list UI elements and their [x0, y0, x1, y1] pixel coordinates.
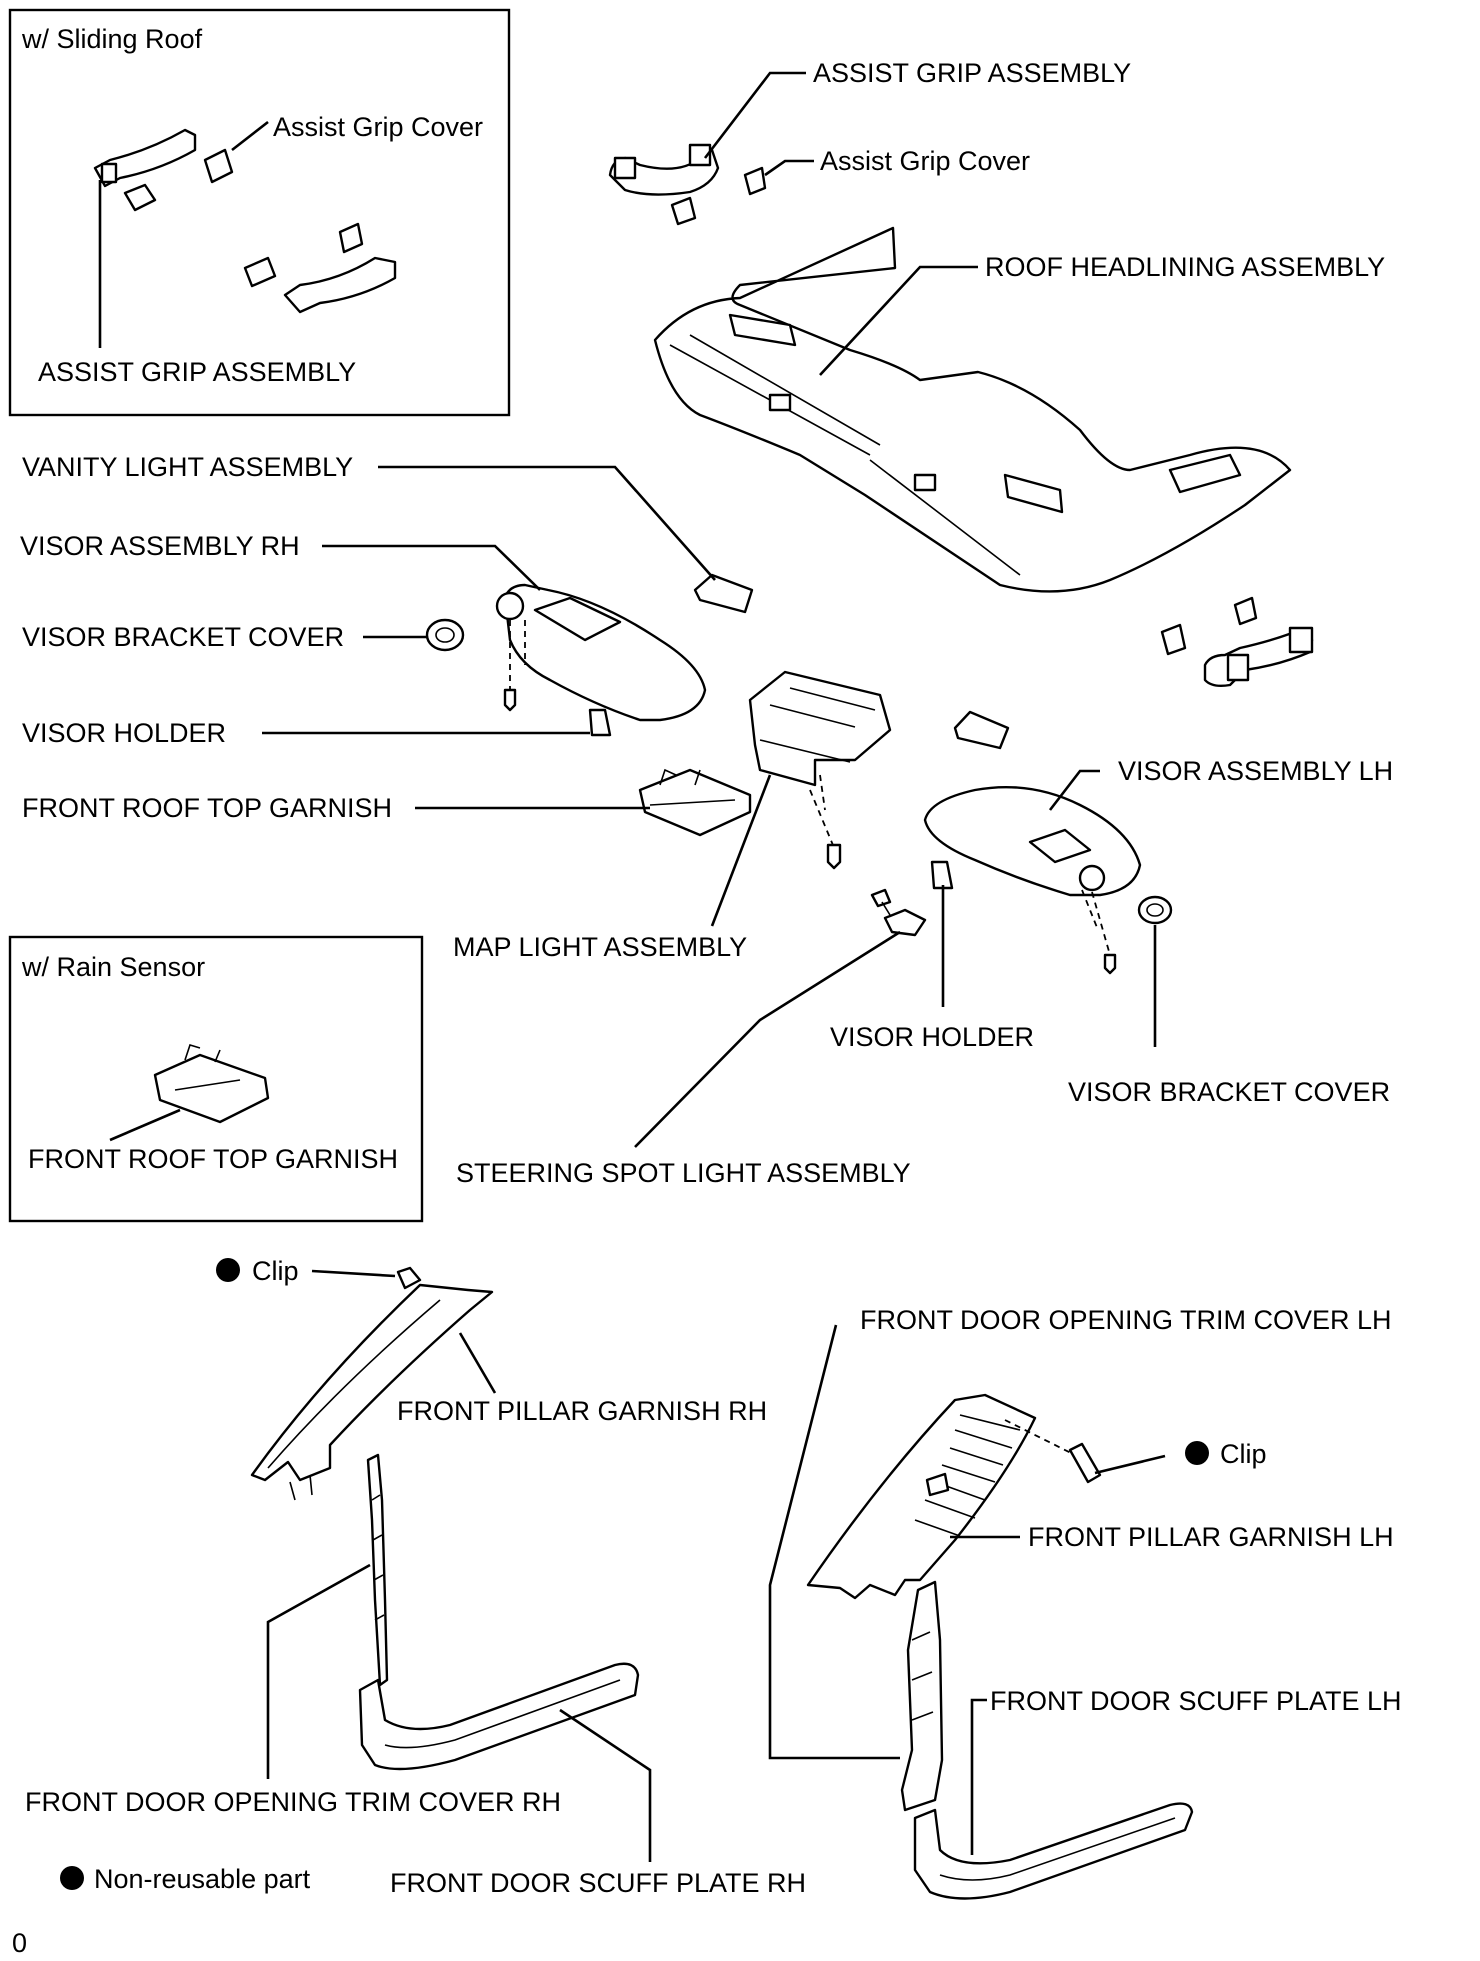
visor-assembly-rh: [503, 583, 707, 722]
steering-spot-light-assembly: [883, 908, 927, 937]
headlining-opening-front: [728, 313, 797, 347]
visor-bracket-cover-rh: [425, 618, 465, 652]
visor-holder-rh-label: VISOR HOLDER: [22, 718, 226, 748]
inset-assist-grip-2: [283, 256, 397, 314]
assist-grip-cover-a: [670, 196, 697, 226]
map-light-assembly: [748, 670, 892, 787]
inset-sliding-roof-title: w/ Sliding Roof: [21, 24, 203, 54]
visor-assembly-rh-label: VISOR ASSEMBLY RH: [20, 531, 300, 561]
inset-grip-cover-2: [203, 148, 234, 184]
vanity-light-assembly-lh: [953, 710, 1010, 750]
pillar-rh-group: Clip FRONT PILLAR GARNISH RH: [216, 1256, 767, 1501]
inset-grip-cover-1: [123, 183, 157, 212]
front-door-scuff-plate-lh: [913, 1802, 1194, 1900]
steering-spot-light-connector: [870, 888, 892, 908]
visor-mirror-rh: [533, 596, 622, 642]
visor-holder-rh: [588, 708, 612, 737]
front-pillar-garnish-lh-tab: [925, 1472, 950, 1497]
assist-grip-right-group: [1160, 596, 1314, 688]
visor-hinge-rh: [495, 591, 525, 621]
clip-lh-label: Clip: [1220, 1439, 1267, 1469]
vanity-light-group: VANITY LIGHT ASSEMBLY: [22, 452, 1010, 750]
map-light-group: FRONT ROOF TOP GARNISH MAP LIGHT ASSEMBL…: [22, 670, 892, 962]
inset-grip-end-1: [100, 162, 118, 184]
inset-rain-sensor: w/ Rain Sensor FRONT ROOF TOP GARNISH: [8, 935, 424, 1223]
clip-lh: [1068, 1442, 1102, 1484]
non-reusable-label: Non-reusable part: [94, 1864, 311, 1894]
inset-garnish-label: FRONT ROOF TOP GARNISH: [28, 1144, 398, 1174]
steering-spot-light-assembly-label: STEERING SPOT LIGHT ASSEMBLY: [456, 1158, 911, 1188]
grip-rear-cover-a: [1160, 623, 1187, 656]
inset-assist-grip-1: [93, 128, 197, 188]
front-door-opening-trim-cover-rh: [366, 1453, 389, 1687]
front-pillar-garnish-lh-label: FRONT PILLAR GARNISH LH: [1028, 1522, 1394, 1552]
map-light-assembly-label: MAP LIGHT ASSEMBLY: [453, 932, 747, 962]
roof-headlining-assembly-label: ROOF HEADLINING ASSEMBLY: [985, 252, 1385, 282]
legend: Non-reusable part: [60, 1864, 311, 1894]
assist-grip-end-right: [688, 143, 712, 167]
front-door-opening-trim-cover-rh-label: FRONT DOOR OPENING TRIM COVER RH: [25, 1787, 561, 1817]
visor-screw-rh: [503, 688, 517, 712]
visor-bracket-cover-lh: [1137, 895, 1173, 925]
visor-bracket-cover-rh-label: VISOR BRACKET COVER: [22, 622, 344, 652]
headlining-small-opening: [768, 393, 792, 412]
assist-grip-cover-b: [743, 166, 767, 196]
front-pillar-garnish-rh-label: FRONT PILLAR GARNISH RH: [397, 1396, 767, 1426]
front-door-opening-trim-cover-lh: [900, 1580, 944, 1812]
inset-sliding-roof: w/ Sliding Roof Assist Grip Cover ASSIST…: [8, 8, 511, 417]
visor-screw-lh: [1103, 953, 1117, 975]
visor-assembly-lh-label: VISOR ASSEMBLY LH: [1118, 756, 1393, 786]
grip-rear-cover-b: [1233, 596, 1258, 626]
non-reusable-marker: [60, 1866, 84, 1890]
roof-headlining-assembly: [653, 226, 1292, 593]
assist-grip-end-left: [613, 156, 637, 180]
front-pillar-garnish-lh: [806, 1393, 1037, 1600]
front-door-opening-trim-cover-lh-label: FRONT DOOR OPENING TRIM COVER LH: [860, 1305, 1392, 1335]
front-door-scuff-plate-rh-label: FRONT DOOR SCUFF PLATE RH: [390, 1868, 806, 1898]
grip-rear-end-right: [1288, 626, 1314, 654]
headlining-opening-rear: [1003, 473, 1064, 514]
visor-holder-lh: [930, 860, 954, 890]
headlining-small-opening-2: [913, 473, 937, 492]
steering-spot-light-group: STEERING SPOT LIGHT ASSEMBLY: [456, 888, 927, 1188]
visor-mirror-lh: [1028, 828, 1092, 864]
inset-grip-cover-3: [243, 256, 277, 288]
inset-assist-grip-assembly-label: ASSIST GRIP ASSEMBLY: [38, 357, 356, 387]
front-pillar-garnish-rh: [250, 1283, 494, 1482]
front-door-scuff-plate-rh: [358, 1662, 640, 1771]
inset-front-roof-top-garnish: [153, 1053, 270, 1124]
assist-grip-assembly-label: ASSIST GRIP ASSEMBLY: [813, 58, 1131, 88]
grip-rear-end-left: [1226, 653, 1250, 682]
vanity-light-assembly: [693, 573, 754, 614]
trim-rh-group: FRONT DOOR OPENING TRIM COVER RH FRONT D…: [25, 1453, 806, 1898]
front-roof-top-garnish-label: FRONT ROOF TOP GARNISH: [22, 793, 392, 823]
visor-holder-lh-label: VISOR HOLDER: [830, 1022, 1034, 1052]
visor-rh-group: VISOR ASSEMBLY RH VISOR BRACKET COVER VI…: [20, 531, 707, 748]
visor-bracket-cover-lh-label: VISOR BRACKET COVER: [1068, 1077, 1390, 1107]
headlining-rear-light: [1168, 453, 1242, 494]
clip-rh-label: Clip: [252, 1256, 299, 1286]
vanity-light-assembly-label: VANITY LIGHT ASSEMBLY: [22, 452, 353, 482]
inset-rain-sensor-title: w/ Rain Sensor: [21, 952, 205, 982]
front-door-scuff-plate-lh-label: FRONT DOOR SCUFF PLATE LH: [990, 1686, 1402, 1716]
roof-headlining-group: ROOF HEADLINING ASSEMBLY: [653, 226, 1385, 593]
assist-grip-group: ASSIST GRIP ASSEMBLY Assist Grip Cover: [608, 58, 1131, 226]
visor-lh-group: VISOR ASSEMBLY LH VISOR HOLDER VISOR BRA…: [830, 756, 1393, 1107]
inset-assist-grip-cover-label: Assist Grip Cover: [273, 112, 483, 142]
visor-hinge-lh: [1078, 864, 1106, 892]
footer-code: 0: [12, 1928, 27, 1958]
map-light-screw: [826, 843, 842, 870]
clip-rh-marker: [216, 1258, 240, 1282]
clip-lh-marker: [1185, 1441, 1209, 1465]
pillar-lh-group: FRONT DOOR OPENING TRIM COVER LH Clip FR…: [768, 1305, 1402, 1900]
assist-grip-cover-label: Assist Grip Cover: [820, 146, 1030, 176]
clip-rh: [396, 1266, 422, 1290]
inset-grip-cover-4: [338, 222, 364, 254]
